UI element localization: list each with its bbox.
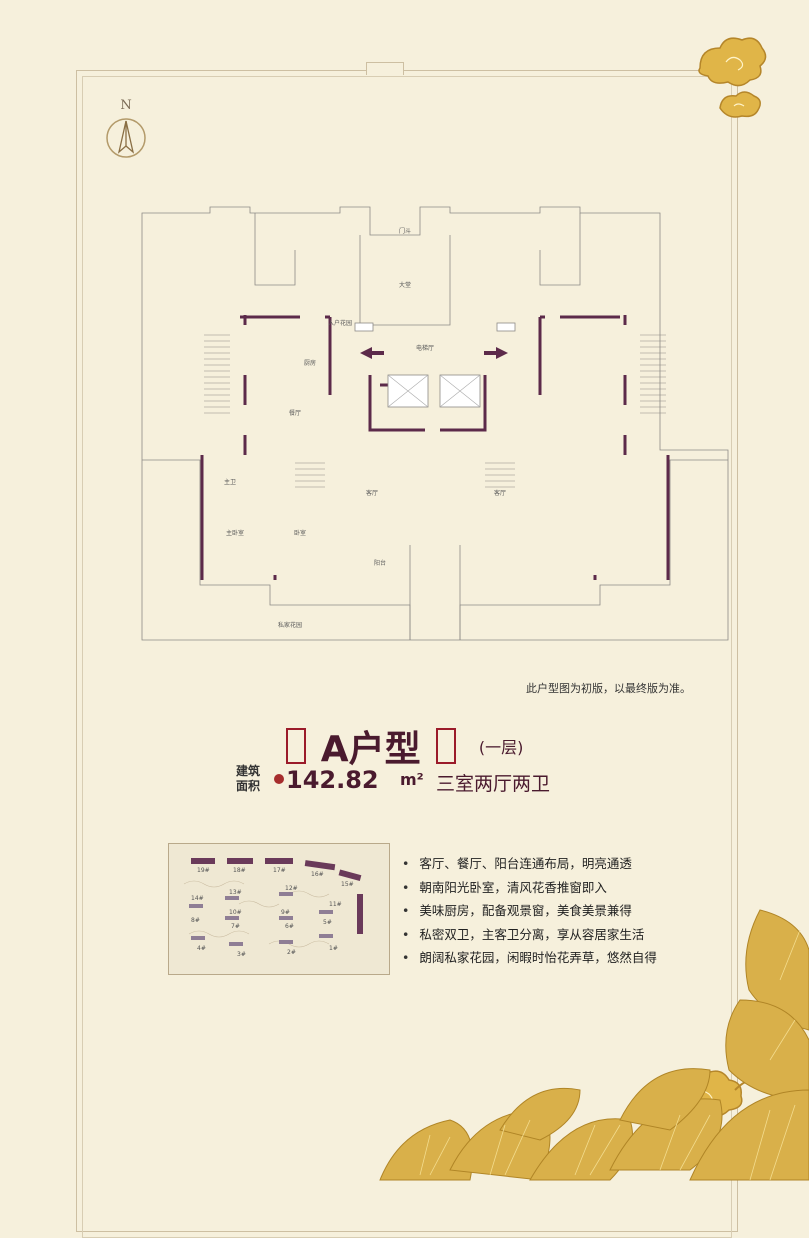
layout-description: 三室两厅两卫 (436, 773, 551, 795)
building-label: 5# (323, 919, 332, 926)
floor-subtitle: (一层) (478, 738, 524, 757)
building-label: 3# (237, 951, 246, 958)
seal-stamp-icon (285, 728, 306, 764)
label-dining: 餐厅 (289, 409, 301, 417)
gold-cloud-icon (698, 37, 767, 118)
seal-stamp-icon (435, 728, 456, 764)
area-value: 142.82 (286, 766, 379, 794)
title-row: A户型 (一层) (0, 720, 809, 772)
building-label: 12# (285, 885, 298, 892)
label-kitchen: 厨房 (304, 359, 316, 367)
building-label: 14# (191, 895, 204, 902)
area-dot-icon (274, 774, 284, 784)
building-label: 18# (233, 867, 246, 874)
north-arrow-icon (106, 118, 146, 158)
ginkgo-leaves-decoration (379, 909, 809, 1181)
feature-item: 朗阔私家花园，闲暇时怡花弄草，悠然自得 (402, 946, 702, 970)
building-label: 1# (329, 945, 338, 952)
label-master-bedroom: 主卧室 (226, 529, 244, 537)
area-label: 建筑 面积 (236, 764, 270, 794)
label-entry-garden: 入户花园 (328, 319, 352, 327)
frame-notch (366, 62, 404, 75)
building-label: 2# (287, 949, 296, 956)
building-label: 17# (273, 867, 286, 874)
building-label: 16# (311, 871, 324, 878)
site-plan: 19# 18# 17# 16# 15# 14# 13# 12# 11# 10# … (168, 843, 390, 975)
building-label: 4# (197, 945, 206, 952)
label-lobby: 大堂 (399, 281, 411, 289)
disclaimer-note: 此户型图为初版，以最终版为准。 (526, 682, 691, 695)
building-label: 7# (231, 923, 240, 930)
feature-item: 朝南阳光卧室，清风花香推窗即入 (402, 876, 702, 900)
feature-item: 客厅、餐厅、阳台连通布局，明亮通透 (402, 852, 702, 876)
building-label: 6# (285, 923, 294, 930)
building-label: 11# (329, 901, 342, 908)
area-unit: m² (400, 770, 424, 789)
label-bathroom: 主卫 (224, 478, 236, 486)
label-top-door: 门斗 (399, 227, 411, 235)
feature-item: 美味厨房，配备观景窗，美食美景兼得 (402, 899, 702, 923)
building-label: 9# (281, 909, 290, 916)
feature-item: 私密双卫，主客卫分离，享从容居家生活 (402, 923, 702, 947)
label-bedroom: 卧室 (294, 529, 306, 537)
floor-plan: 门斗 大堂 电梯厅 入户花园 厨房 餐厅 客厅 客厅 卧室 主卧室 阳台 主卫 … (141, 206, 729, 641)
site-plan-drawing: 19# 18# 17# 16# 15# 14# 13# 12# 11# 10# … (183, 858, 363, 958)
label-living-left: 客厅 (366, 489, 378, 497)
label-living-right: 客厅 (494, 489, 506, 497)
building-label: 19# (197, 867, 210, 874)
building-label: 10# (229, 909, 242, 916)
label-elevator-hall: 电梯厅 (416, 344, 434, 352)
building-label: 15# (341, 881, 354, 888)
building-label: 8# (191, 917, 200, 924)
unit-type-title: A户型 (320, 729, 421, 770)
area-label-line2: 面积 (236, 779, 261, 793)
label-private-garden: 私家花园 (278, 621, 302, 629)
compass: N (104, 98, 148, 164)
area-label-line1: 建筑 (236, 764, 261, 778)
label-balcony: 阳台 (374, 559, 386, 567)
north-label: N (120, 98, 132, 113)
feature-list: 客厅、餐厅、阳台连通布局，明亮通透 朝南阳光卧室，清风花香推窗即入 美味厨房，配… (402, 852, 702, 970)
building-label: 13# (229, 889, 242, 896)
